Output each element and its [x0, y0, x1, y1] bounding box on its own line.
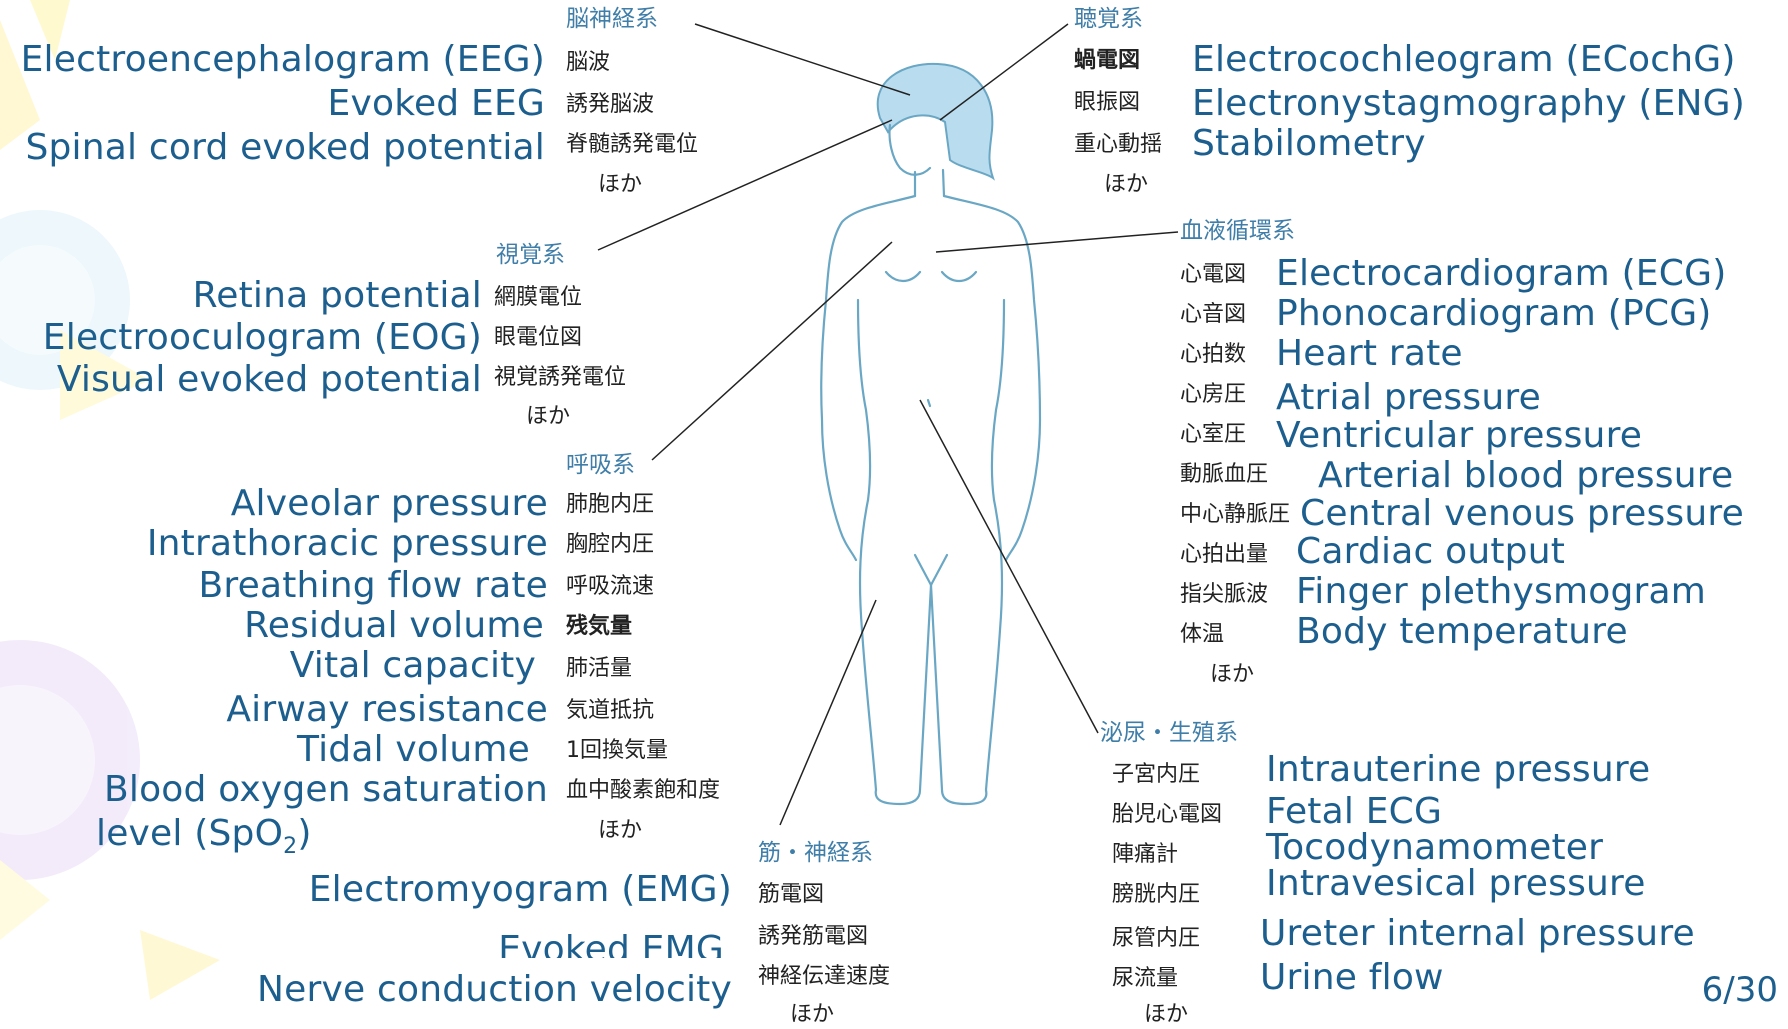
other-label: ほか [526, 404, 570, 430]
measurement-label-jp: 心拍数 [1180, 342, 1246, 368]
measurement-label-en: Fetal ECG [1266, 792, 1442, 832]
measurement-label-en: Phonocardiogram (PCG) [1276, 294, 1712, 334]
measurement-label-en: Evoked EMG [498, 930, 724, 958]
measurement-label-en: Electroencephalogram (EEG) [21, 40, 545, 80]
measurement-label-en: Breathing flow rate [199, 566, 548, 606]
measurement-label-en: Airway resistance [226, 690, 548, 730]
measurement-label-jp: 肺胞内圧 [566, 492, 654, 518]
other-label: ほか [790, 1002, 834, 1028]
system-title-auditory: 聴覚系 [1074, 6, 1143, 32]
measurement-label-jp: 心音図 [1180, 302, 1246, 328]
measurement-label-jp: 重心動揺 [1074, 132, 1162, 158]
measurement-label-en: Electrocardiogram (ECG) [1276, 254, 1726, 294]
measurement-label-jp: 誘発筋電図 [758, 924, 868, 950]
measurement-label-jp: 網膜電位 [494, 285, 582, 311]
leader-line-circulatory [936, 232, 1178, 252]
measurement-label-jp: 眼振図 [1074, 90, 1140, 116]
measurement-label-jp: 誘発脳波 [566, 92, 654, 118]
female-body-figure [821, 125, 1040, 804]
measurement-label-jp: 中心静脈圧 [1180, 502, 1290, 528]
measurement-label-jp: 心拍出量 [1180, 542, 1268, 568]
measurement-label-jp: 心室圧 [1180, 422, 1246, 448]
leader-line-brain [695, 24, 910, 95]
measurement-label-jp: 指尖脈波 [1180, 582, 1268, 608]
other-label: ほか [598, 172, 642, 198]
measurement-label-en: Electrocochleogram (ECochG) [1192, 40, 1736, 80]
spo2-label: level (SpO2) [96, 814, 312, 867]
other-label: ほか [598, 818, 642, 844]
measurement-label-jp: 筋電図 [758, 882, 824, 908]
measurement-label-en: Central venous pressure [1300, 494, 1744, 534]
spo2-subscript: 2 [283, 834, 297, 859]
measurement-label-jp: 心電図 [1180, 262, 1246, 288]
measurement-label-jp: 心房圧 [1180, 382, 1246, 408]
other-label: ほか [1144, 1002, 1188, 1028]
system-title-respiratory: 呼吸系 [566, 452, 635, 478]
measurement-label-jp: 神経伝達速度 [758, 964, 890, 990]
measurement-label-jp: 1回換気量 [566, 738, 668, 764]
measurement-label-jp: 呼吸流速 [566, 574, 654, 600]
measurement-label-jp: 眼電位図 [494, 325, 582, 351]
measurement-label-jp: 膀胱内圧 [1112, 882, 1200, 908]
leader-line-muscle [780, 600, 876, 825]
leader-line-urogenital [920, 400, 1098, 733]
measurement-label-jp: 体温 [1180, 622, 1224, 648]
system-title-brain: 脳神経系 [566, 6, 658, 32]
measurement-label-en: Vital capacity [290, 646, 536, 686]
other-label: ほか [1104, 172, 1148, 198]
measurement-label-en: Retina potential [193, 276, 482, 316]
measurement-label-en: Intrathoracic pressure [147, 524, 548, 564]
measurement-label-jp: 肺活量 [566, 656, 632, 682]
leader-line-respiratory [652, 242, 892, 460]
measurement-label-jp: 脊髄誘発電位 [566, 132, 698, 158]
measurement-label-en: Stabilometry [1192, 124, 1426, 164]
measurement-label-jp: 残気量 [566, 614, 632, 640]
measurement-label-en: Arterial blood pressure [1318, 456, 1733, 496]
measurement-label-jp: 胸腔内圧 [566, 532, 654, 558]
measurement-label-en: Tidal volume [297, 730, 530, 770]
measurement-label-en: Urine flow [1260, 958, 1444, 998]
measurement-label-en: Ureter internal pressure [1260, 914, 1695, 954]
page-number: 6/30 [1702, 970, 1778, 1010]
measurement-label-jp: 動脈血圧 [1180, 462, 1268, 488]
measurement-label-en: Nerve conduction velocity [257, 970, 732, 1010]
spo2-suffix: ) [297, 813, 311, 854]
measurement-label-jp: 尿管内圧 [1112, 926, 1200, 952]
measurement-label-en: Electrooculogram (EOG) [43, 318, 482, 358]
measurement-label-jp: 蝸電図 [1074, 48, 1140, 74]
system-title-visual: 視覚系 [496, 242, 565, 268]
measurement-label-en: Body temperature [1296, 612, 1628, 652]
measurement-label-en: Tocodynamometer [1266, 828, 1603, 868]
measurement-label-en: Spinal cord evoked potential [25, 128, 545, 168]
measurement-label-en: Electronystagmography (ENG) [1192, 84, 1745, 124]
measurement-label-en: Intrauterine pressure [1266, 750, 1650, 790]
spo2-prefix: level (SpO [96, 813, 283, 854]
measurement-label-en: Alveolar pressure [231, 484, 548, 524]
system-title-circulatory: 血液循環系 [1180, 218, 1295, 244]
measurement-label-en: Residual volume [244, 606, 544, 646]
other-label: ほか [1210, 662, 1254, 688]
measurement-label-en: Electromyogram (EMG) [309, 870, 732, 910]
measurement-label-jp: 陣痛計 [1112, 842, 1178, 868]
measurement-label-en: Heart rate [1276, 334, 1463, 374]
measurement-label-jp: 気道抵抗 [566, 698, 654, 724]
measurement-label-en: Evoked EEG [328, 84, 545, 124]
measurement-label-jp: 脳波 [566, 50, 610, 76]
system-title-muscle: 筋・神経系 [758, 840, 873, 866]
measurement-label-jp: 子宮内圧 [1112, 762, 1200, 788]
system-title-urogenital: 泌尿・生殖系 [1100, 720, 1238, 746]
measurement-label-en: Visual evoked potential [57, 360, 482, 400]
measurement-label-en: Blood oxygen saturation [104, 770, 548, 810]
measurement-label-jp: 血中酸素飽和度 [566, 778, 720, 804]
measurement-label-en: Finger plethysmogram [1296, 572, 1706, 612]
measurement-label-en: Ventricular pressure [1276, 416, 1642, 456]
measurement-label-jp: 尿流量 [1112, 966, 1178, 992]
measurement-label-jp: 視覚誘発電位 [494, 365, 626, 391]
measurement-label-en: Cardiac output [1296, 532, 1565, 572]
measurement-label-en: Atrial pressure [1276, 378, 1541, 418]
measurement-label-en: Intravesical pressure [1266, 864, 1646, 904]
measurement-label-jp: 胎児心電図 [1112, 802, 1222, 828]
